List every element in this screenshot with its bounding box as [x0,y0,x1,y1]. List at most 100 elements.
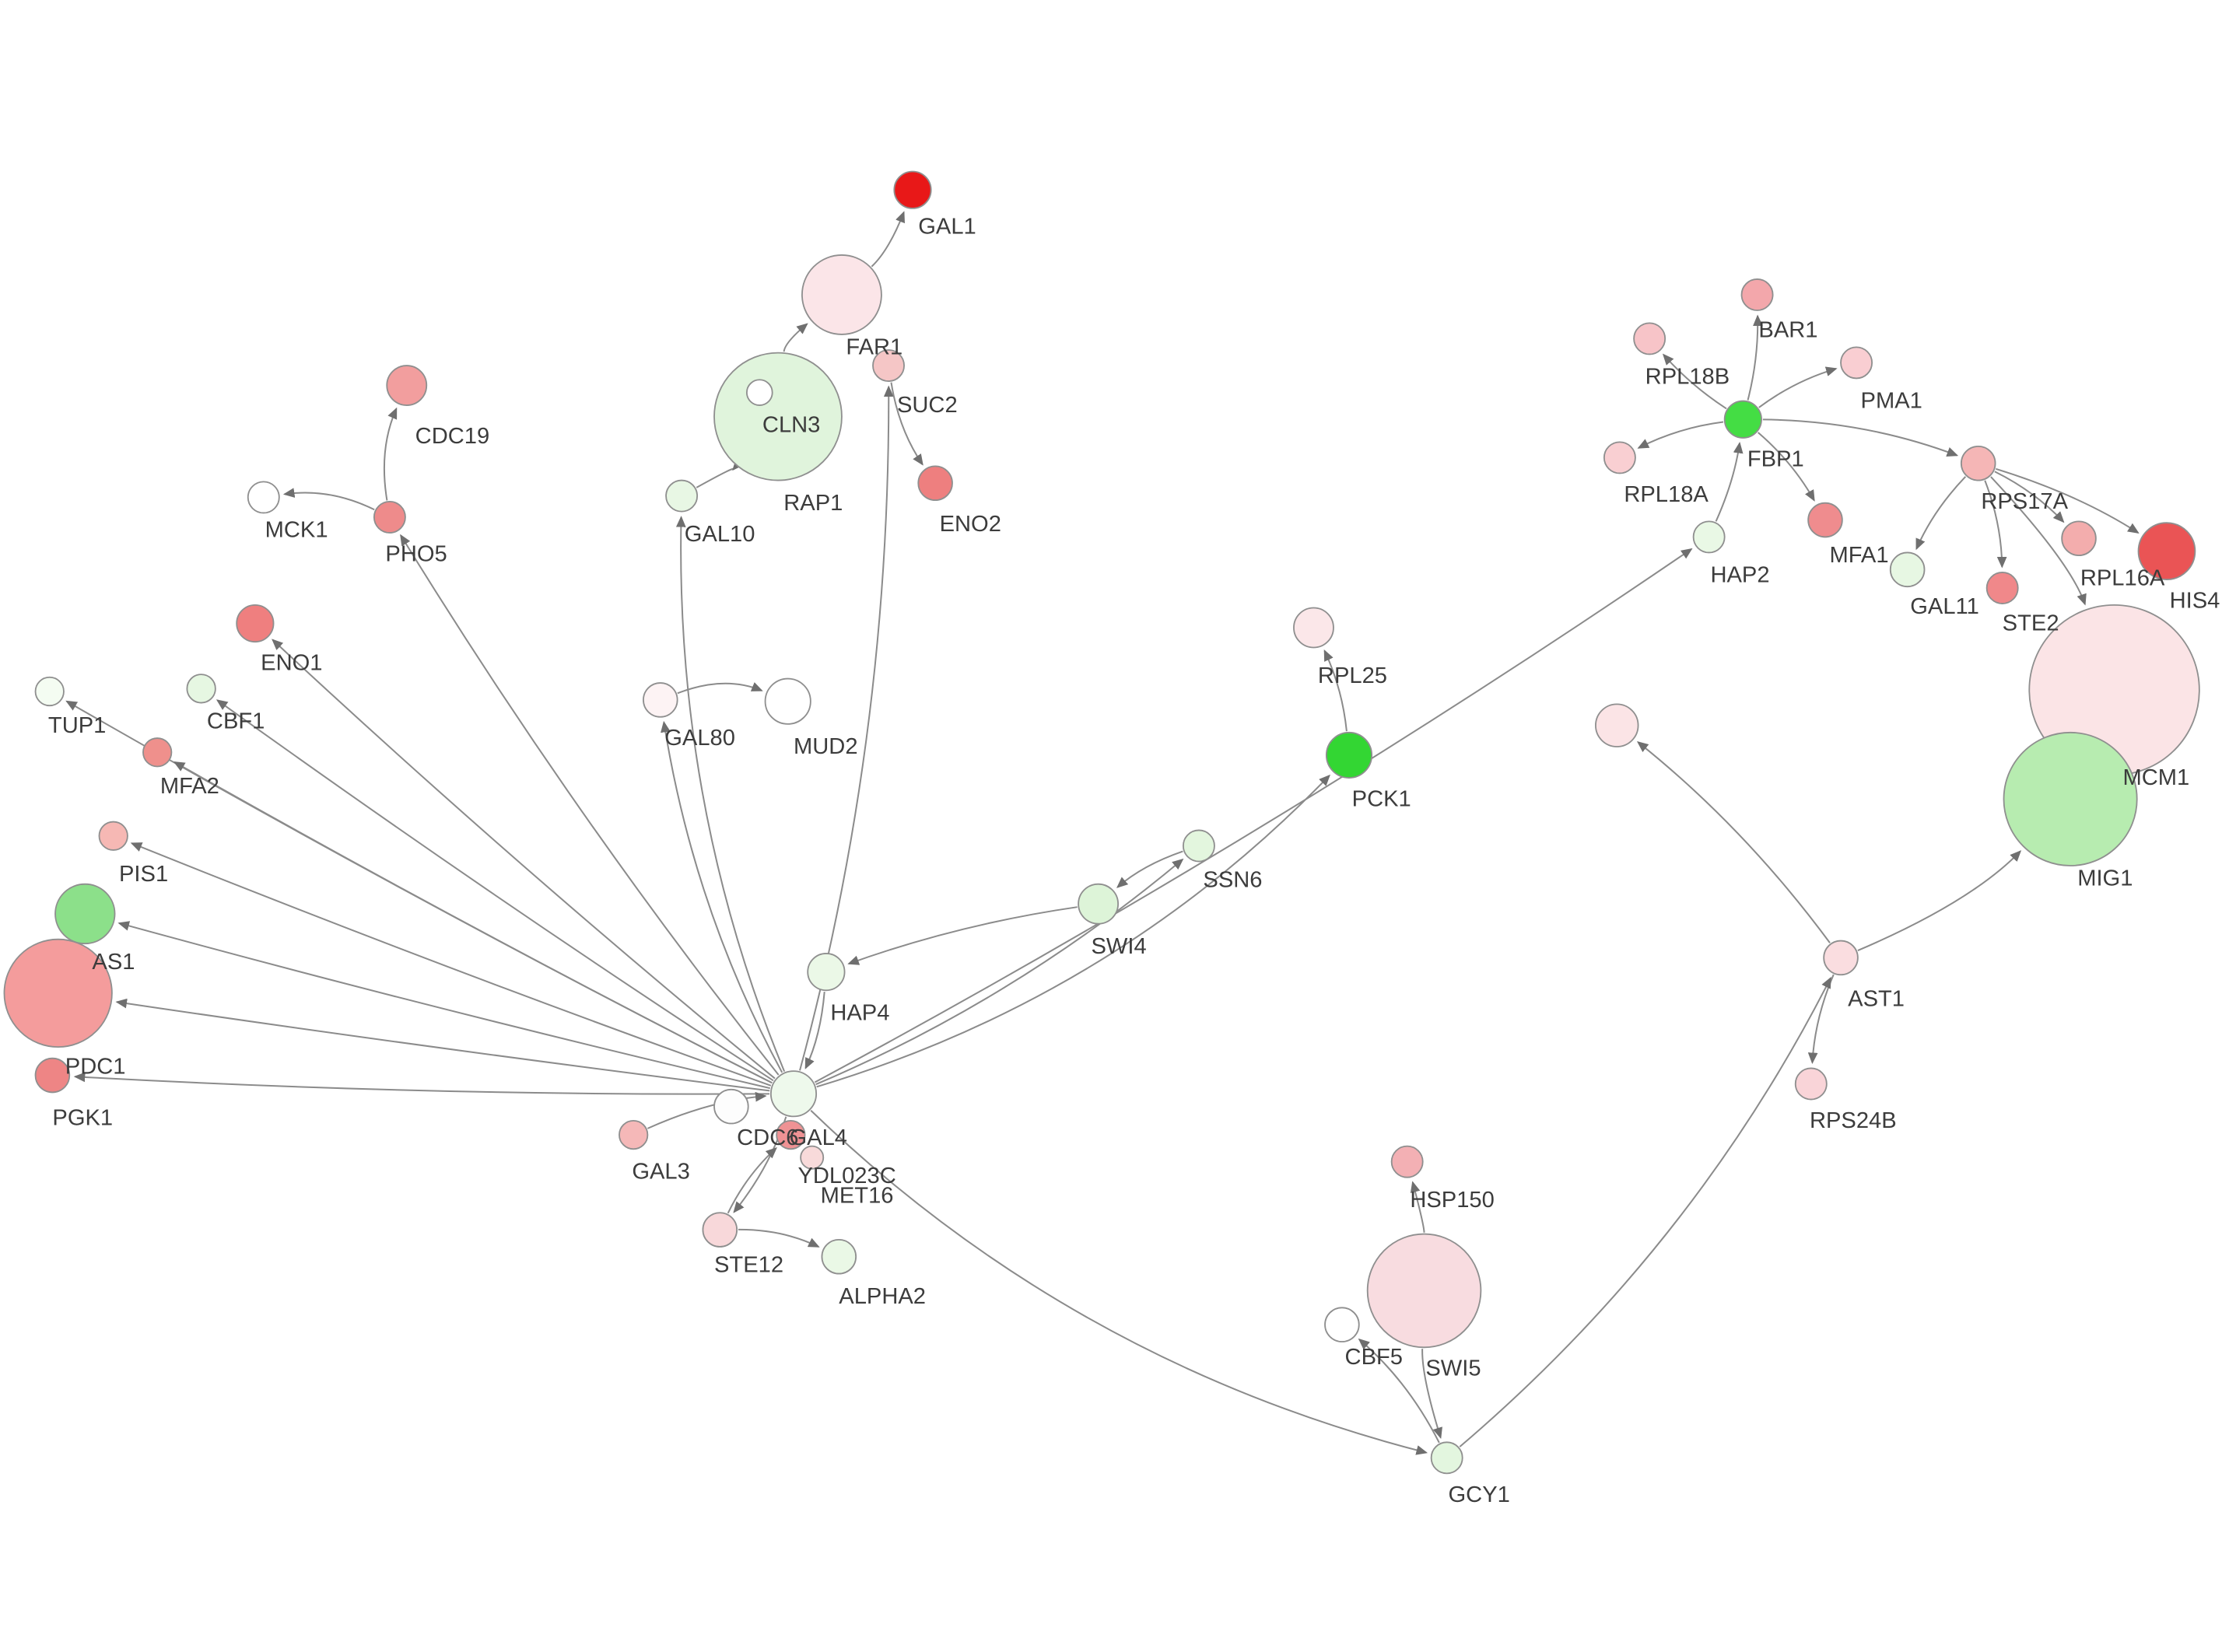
node-gal3[interactable] [619,1119,649,1150]
node-gcy1[interactable] [1430,1441,1463,1475]
edge-ssn6-swi4[interactable] [1116,850,1183,888]
node-far1[interactable] [801,254,882,335]
edge-pho5-mck1[interactable] [282,488,375,511]
node-tup1[interactable] [34,676,65,707]
node-bar1[interactable] [1740,278,1774,311]
node-hsp150[interactable] [1390,1145,1424,1178]
edge-fbp1-rpl18a[interactable] [1637,421,1724,449]
edge-swi5-hsp150[interactable] [1410,1181,1425,1233]
node-unl1[interactable] [1595,703,1639,747]
edge-gal4-pis1[interactable] [130,842,772,1087]
edge-pho5-cdc19[interactable] [383,407,398,501]
node-swi5[interactable] [1366,1233,1482,1349]
edge-gal4-cbf1[interactable] [216,699,774,1082]
edge-rps17a-his4[interactable] [1996,467,2140,534]
edge-hap2-fbp1[interactable] [1715,442,1744,522]
edge-gal4-gcy1[interactable] [810,1110,1428,1455]
edge-fbp1-rps17a[interactable] [1762,418,1959,457]
edge-fbp1-pma1[interactable] [1758,366,1838,408]
node-mig1[interactable] [2003,731,2138,866]
edge-gal4-eno1[interactable] [272,639,776,1080]
edge-gal4-pck1[interactable] [816,774,1330,1088]
edge-gal4-ssn6[interactable] [815,858,1184,1086]
node-rps17a[interactable] [1960,445,1996,481]
node-pdc1[interactable] [3,938,113,1048]
node-pck1[interactable] [1325,731,1373,779]
node-rpl25[interactable] [1293,607,1334,649]
edge-fbp1-rpl18b[interactable] [1662,353,1727,410]
node-gal11[interactable] [1889,551,1926,588]
edge-rps17a-ste2[interactable] [1984,480,2007,569]
edge-rps17a-gal11[interactable] [1915,476,1967,551]
node-cln3[interactable] [713,352,843,481]
edge-rps17a-rpl16a[interactable] [1994,471,2065,523]
edge-gcy1-cbf5[interactable] [1358,1338,1440,1444]
node-rpl18b[interactable] [1633,322,1666,355]
edge-ast1-mig1[interactable] [1857,850,2022,952]
node-cdc6[interactable] [713,1088,749,1125]
node-fbp1[interactable] [1723,400,1762,439]
node-mfa1[interactable] [1807,502,1843,538]
edge-rps17a-mcm1[interactable] [1990,476,2087,606]
node-his4[interactable] [2137,522,2196,580]
node-rpl16a[interactable] [2061,520,2097,557]
node-mud2[interactable] [764,677,811,725]
edge-gal4-gal80[interactable] [661,720,783,1073]
edge-gal4-tup1[interactable] [65,700,773,1084]
node-eno2[interactable] [917,465,953,501]
edge-gal80-mud2[interactable] [677,682,763,695]
edge-gal4-pho5[interactable] [400,534,780,1076]
node-ssn6[interactable] [1182,829,1215,863]
node-gal80[interactable] [643,682,678,718]
node-eno1[interactable] [236,604,275,643]
node-rps24b[interactable] [1794,1067,1828,1101]
edge-suc2-eno2[interactable] [890,382,923,466]
node-pis1[interactable] [98,821,128,851]
node-cdc19[interactable] [386,365,428,406]
edge-fbp1-mfa1[interactable] [1758,432,1815,502]
edge-swi4-hap4[interactable] [847,906,1078,965]
edge-swi5-gcy1[interactable] [1421,1349,1442,1440]
edge-gal4-hap2[interactable] [814,548,1693,1083]
edge-gcy1-ast1[interactable] [1459,976,1831,1447]
edge-ast1-unl1[interactable] [1636,741,1831,943]
edge-ste12-alpha2[interactable] [738,1228,820,1248]
edge-ste12-ydl023c[interactable] [727,1146,777,1214]
node-suc2[interactable] [872,349,905,382]
node-hap4[interactable] [807,953,846,992]
edge-gal4-gal10[interactable] [675,516,786,1073]
edge-gal3-gal4[interactable] [647,1091,767,1129]
node-ste12[interactable] [702,1212,738,1248]
node-hap2[interactable] [1692,520,1726,554]
node-gal10[interactable] [665,479,699,513]
node-ast1[interactable] [1823,940,1859,976]
node-gal4[interactable] [769,1070,818,1118]
node-mck1[interactable] [247,481,280,514]
node-pho5[interactable] [373,500,406,534]
node-pgk1[interactable] [34,1057,71,1094]
node-gal1[interactable] [893,170,932,209]
edge-pck1-rpl25[interactable] [1323,649,1348,732]
edge-fbp1-bar1[interactable] [1747,314,1763,401]
edge-hap4-gal4[interactable] [804,992,825,1069]
node-met16[interactable] [800,1145,825,1170]
edge-ast1-rps24b[interactable] [1807,974,1835,1064]
node-swi4[interactable] [1078,883,1120,925]
edge-gal4-as1[interactable] [117,921,770,1090]
node-cbf5[interactable] [1324,1307,1360,1342]
node-rap1[interactable] [745,379,773,406]
node-ydl023c[interactable] [776,1119,806,1150]
node-alpha2[interactable] [821,1238,857,1275]
node-ste2[interactable] [1985,572,2019,604]
node-rpl18a[interactable] [1603,441,1636,474]
node-cbf1[interactable] [186,674,216,704]
node-pma1[interactable] [1840,346,1873,380]
edge-cln3-far1[interactable] [783,323,808,352]
edge-gal4-pgk1[interactable] [73,1072,770,1095]
node-as1[interactable] [54,883,116,945]
edge-gal10-cln3[interactable] [696,458,744,488]
edge-far1-gal1[interactable] [871,211,905,268]
edge-gal4-mfa2[interactable] [173,761,773,1084]
node-mfa2[interactable] [142,737,173,768]
edge-gal4-pdc1[interactable] [115,998,770,1092]
